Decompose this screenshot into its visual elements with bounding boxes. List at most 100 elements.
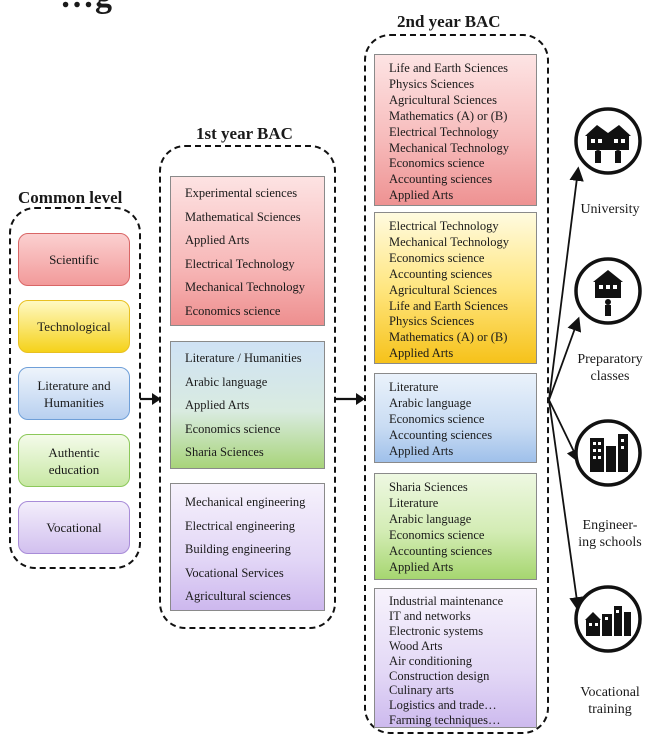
subject-item: Agricultural Sciences [389, 282, 497, 297]
subject-item: Electrical Technology [389, 219, 499, 233]
arrow-to-engineering [548, 399, 580, 464]
arrow-to-preparatory [548, 316, 582, 401]
arrow-to-university [548, 166, 584, 401]
first-year-group [159, 145, 336, 629]
city-buildings-icon [574, 585, 642, 653]
outcome-label-line: Vocational [580, 685, 640, 700]
subject-item: Mathematical Sciences [185, 209, 301, 224]
subject-item: Electrical Technology [389, 124, 499, 139]
outcome-label-line: Preparatory [577, 352, 643, 367]
first-year-box-scientific: Experimental sciences Mathematical Scien… [170, 176, 325, 326]
common-box-technological: Technological [18, 300, 130, 353]
subject-item: IT and networks [389, 608, 471, 623]
subject-item: Life and Earth Sciences [389, 61, 509, 75]
subject-item: Applied Arts [185, 398, 250, 412]
subject-item: Life and Earth Sciences [389, 298, 509, 313]
subject-item: Mechanical Technology [389, 140, 510, 155]
subject-item: Literature / Humanities [185, 351, 302, 365]
subject-item: Logistics and trade… [389, 698, 497, 713]
subject-item: Economics science [389, 411, 485, 426]
common-box-label: Technological [37, 319, 111, 334]
subject-item: Physics Sciences [389, 314, 475, 329]
common-level-title: Common level [18, 188, 123, 207]
subject-item: Electrical engineering [185, 518, 296, 533]
subject-item: Accounting sciences [389, 266, 493, 281]
outcome-label-line: classes [590, 369, 630, 384]
subject-item: Sharia Sciences [185, 445, 264, 459]
subject-item: Air conditioning [389, 653, 472, 668]
first-year-box-vocational: Mechanical engineering Electrical engine… [170, 483, 325, 611]
subject-item: Farming techniques… [389, 713, 501, 728]
arrow-common-to-first [140, 393, 161, 405]
subject-item: Mechanical engineering [185, 495, 306, 509]
common-level-group [9, 207, 141, 569]
subject-item: Mechanical Technology [185, 280, 306, 294]
outcome-label-line: ing schools [578, 535, 642, 550]
outcome-label-line: training [588, 702, 632, 717]
first-year-box-humanities: Literature / Humanities Arabic language … [170, 341, 325, 469]
subject-item: Arabic language [389, 511, 472, 526]
common-box-label: Scientific [49, 252, 99, 267]
outcome-label-line: Engineer- [582, 518, 638, 533]
subject-item: Applied Arts [389, 443, 454, 458]
subject-item: Economics science [389, 527, 485, 542]
subject-item: Electrical Technology [185, 256, 295, 271]
subject-item: Industrial maintenance [389, 594, 504, 608]
subject-item: Building engineering [185, 542, 291, 556]
school-building-icon [574, 257, 642, 325]
subject-item: Literature [389, 380, 439, 394]
subject-item: Wood Arts [389, 638, 443, 653]
outcome-label-engineering: Engineer- ing schools [565, 517, 655, 551]
subject-item: Applied Arts [185, 233, 250, 247]
common-box-label: Authentic [48, 444, 100, 460]
subject-item: Economics science [389, 156, 485, 171]
subject-item: Economics science [185, 303, 281, 318]
subject-item: Accounting sciences [389, 427, 493, 442]
page-header-fragment: …g [60, 0, 113, 16]
subject-item: Accounting sciences [389, 543, 493, 558]
outcome-label-university: University [565, 201, 655, 218]
common-box-literature: Literature and Humanities [18, 367, 130, 420]
subject-item: Vocational Services [185, 565, 284, 580]
second-year-box-scientific: Life and Earth Sciences Physics Sciences… [374, 54, 537, 206]
second-year-group [364, 34, 549, 734]
second-year-box-sharia: Sharia Sciences Literature Arabic langua… [374, 473, 537, 580]
subject-item: Economics science [185, 421, 281, 436]
subject-item: Agricultural sciences [185, 589, 291, 603]
subject-item: Economics science [389, 250, 485, 265]
common-box-authentic: Authentic education [18, 434, 130, 487]
subject-item: Arabic language [185, 374, 268, 389]
second-year-box-technological: Electrical Technology Mechanical Technol… [374, 212, 537, 364]
office-buildings-icon [574, 419, 642, 487]
arrow-first-to-second [336, 393, 365, 405]
subject-item: Agricultural Sciences [389, 92, 497, 107]
common-box-vocational: Vocational [18, 501, 130, 554]
subject-item: Mathematics (A) or (B) [389, 108, 508, 123]
common-box-label: Literature and [37, 377, 111, 393]
arrows-to-outcomes [548, 166, 584, 612]
outcome-label-preparatory: Preparatory classes [565, 351, 655, 385]
common-box-scientific: Scientific [18, 233, 130, 286]
subject-item: Electronic systems [389, 623, 484, 638]
subject-item: Experimental sciences [185, 186, 298, 200]
outcome-label-vocational-training: Vocational training [565, 684, 655, 718]
subject-item: Accounting sciences [389, 172, 493, 187]
subject-item: Construction design [389, 668, 490, 683]
subject-item: Arabic language [389, 395, 472, 410]
second-year-title: 2nd year BAC [397, 12, 501, 31]
subject-item: Applied Arts [389, 346, 454, 361]
common-box-label: Humanities [44, 394, 104, 410]
subject-item: Mathematics (A) or (B) [389, 330, 508, 345]
arrow-to-vocational-training [548, 399, 584, 612]
outcome-label-line: University [580, 202, 640, 217]
second-year-box-vocational: Industrial maintenance IT and networks E… [374, 588, 537, 728]
subject-item: Sharia Sciences [389, 480, 468, 494]
second-year-box-literature: Literature Arabic language Economics sci… [374, 373, 537, 463]
subject-item: Mechanical Technology [389, 234, 510, 249]
subject-item: Applied Arts [389, 559, 454, 574]
common-box-label: Vocational [46, 520, 102, 535]
subject-item: Physics Sciences [389, 76, 475, 91]
university-building-icon [574, 107, 642, 175]
common-box-label: education [48, 461, 100, 477]
subject-item: Literature [389, 495, 439, 510]
